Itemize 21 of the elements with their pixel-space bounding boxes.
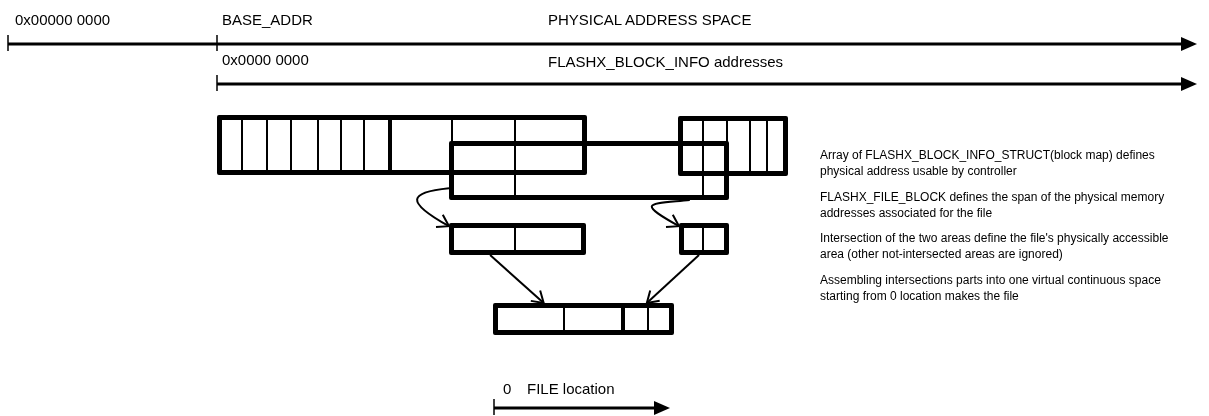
address-label: BASE_ADDR — [222, 11, 313, 28]
arrow — [489, 254, 545, 304]
note-text: Intersection of the two areas define the file's physically accessible area (other not-intersected areas are ignored) — [820, 230, 1170, 262]
axis-title: PHYSICAL ADDRESS SPACE — [548, 11, 752, 28]
memory-block-array — [678, 116, 788, 176]
axis-title: FLASHX_BLOCK_INFO addresses — [548, 53, 784, 70]
file-block-span — [449, 141, 729, 200]
arrow — [645, 254, 700, 304]
address-label: 0x00000 0000 — [15, 11, 111, 28]
axis-title: FILE location — [527, 380, 615, 397]
note-text: Array of FLASHX_BLOCK_INFO_STRUCT(block map) defines physical address usable by controller — [820, 147, 1156, 179]
memory-block-array — [217, 115, 587, 175]
file-block — [493, 303, 674, 335]
address-label: 0x0000 0000 — [222, 51, 309, 68]
note-text: FLASHX_FILE_BLOCK defines the span of the physical memory addresses associated for the file — [820, 189, 1166, 221]
intersection-block — [449, 223, 586, 255]
arrow — [416, 187, 450, 228]
note-text: Assembling intersections parts into one virtual continuous space starting from 0 location makes the file — [820, 272, 1162, 304]
intersection-block — [679, 223, 729, 255]
arrow — [650, 199, 691, 228]
address-label: 0 — [503, 380, 512, 397]
